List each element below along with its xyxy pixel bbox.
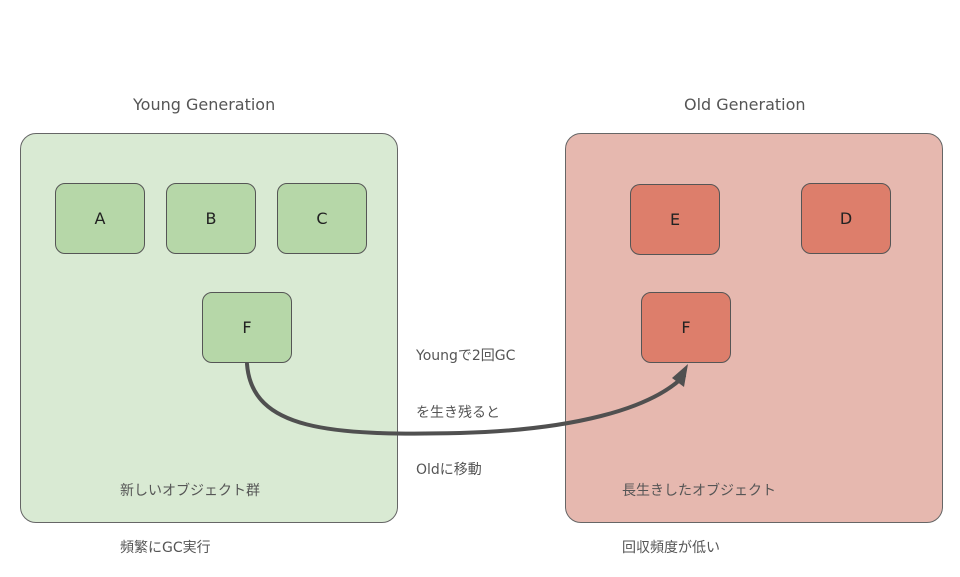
young-note: 新しいオブジェクト群 頻繁にGC実行 (120, 444, 260, 577)
young-note-line-2: 頻繁にGC実行 (120, 540, 211, 556)
old-note-line-2: 回収頻度が低い (622, 540, 720, 556)
old-generation-title: Old Generation (684, 95, 806, 114)
young-object-f: F (202, 292, 292, 363)
old-object-d: D (801, 183, 891, 254)
young-object-a: A (55, 183, 145, 254)
young-object-b: B (166, 183, 256, 254)
young-generation-title: Young Generation (133, 95, 276, 114)
old-note: 長生きしたオブジェクト 回収頻度が低い (622, 444, 776, 577)
old-object-f: F (641, 292, 731, 363)
old-note-line-1: 長生きしたオブジェクト (622, 483, 776, 499)
old-object-e: E (630, 184, 720, 255)
promotion-label-line-1: Youngで2回GC (416, 348, 516, 364)
promotion-label-line-3: Oldに移動 (416, 462, 482, 478)
promotion-label: Youngで2回GC を生き残ると Oldに移動 (416, 309, 515, 499)
young-note-line-1: 新しいオブジェクト群 (120, 483, 260, 499)
young-object-c: C (277, 183, 367, 254)
promotion-label-line-2: を生き残ると (416, 405, 500, 421)
